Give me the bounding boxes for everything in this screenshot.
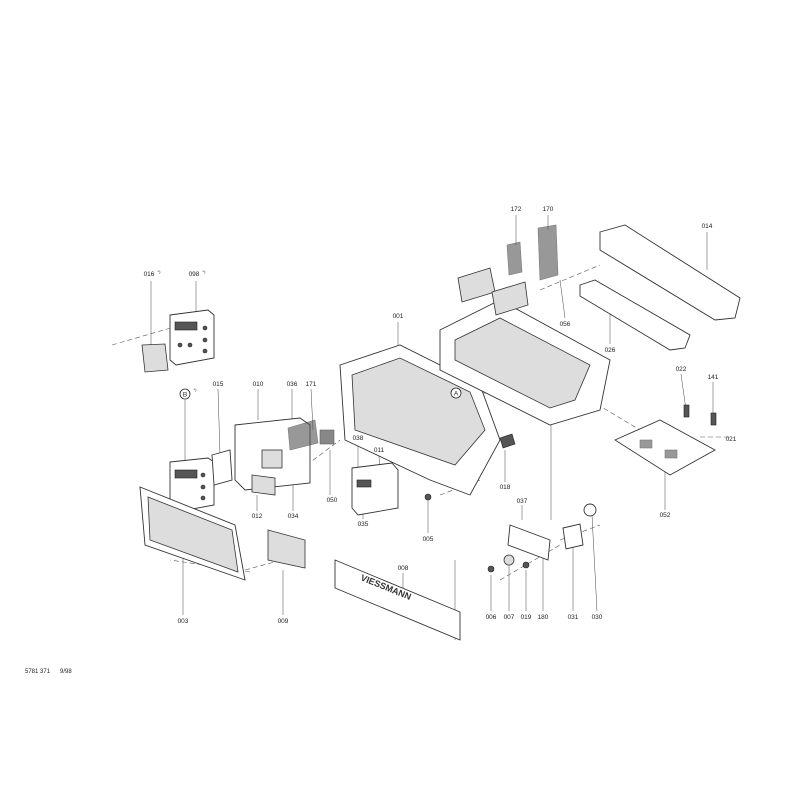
label-170: 170 (543, 206, 554, 213)
label-026: 026 (605, 347, 616, 354)
part-172-170-boards (457, 224, 559, 316)
label-008: 008 (398, 565, 409, 572)
label-172: 172 (511, 206, 522, 213)
part-037-control-plate (507, 524, 551, 561)
part-036-grille (287, 419, 319, 451)
part-005-clip (424, 493, 432, 501)
part-012-cover (251, 474, 276, 496)
part-016-cover (141, 343, 169, 373)
footer-doc-number: 5781 371 (25, 669, 51, 675)
part-009-flap (267, 529, 306, 569)
label-001: 001 (393, 313, 404, 320)
part-026-rail (579, 279, 691, 351)
label-141: 141 (708, 374, 719, 381)
part-006-007-019-knobs (487, 554, 530, 573)
part-022-141-fuses (683, 404, 717, 426)
part-171-connector (319, 429, 335, 445)
reference-circle-b (179, 388, 191, 400)
part-labels: 172 170 014 016 *) 098 *) 001 056 026 02… (144, 206, 737, 625)
label-ref-a: A (454, 391, 459, 398)
label-005: 005 (423, 536, 434, 543)
label-006: 006 (486, 614, 497, 621)
label-056: 056 (560, 321, 571, 328)
reference-circle-a (450, 387, 462, 399)
part-008-brand-strip: VIESSMANN (334, 559, 461, 641)
part-038-011-035-module (351, 462, 399, 516)
label-036: 036 (287, 381, 298, 388)
label-018: 018 (500, 484, 511, 491)
label-050: 050 (327, 497, 338, 504)
footer-date: 9/98 (60, 669, 72, 675)
label-037: 037 (517, 498, 528, 505)
label-038: 038 (353, 435, 364, 442)
part-015-bracket (211, 449, 233, 486)
label-007: 007 (504, 614, 515, 621)
part-098-control-module (169, 309, 215, 366)
label-ref-b: B (183, 392, 187, 399)
footnote-mark: *) (158, 269, 162, 274)
part-001-main-housing (339, 344, 501, 496)
footnote-mark: *) (203, 269, 207, 274)
label-022: 022 (676, 366, 687, 373)
footnote-mark: *) (194, 387, 198, 392)
part-052-circuit-board (614, 419, 716, 476)
label-171: 171 (306, 381, 317, 388)
part-003-front-panel (139, 486, 246, 581)
label-031: 031 (568, 614, 579, 621)
label-014: 014 (702, 223, 713, 230)
label-098: 098 (189, 271, 200, 278)
label-180: 180 (538, 614, 549, 621)
label-035: 035 (358, 521, 369, 528)
label-016: 016 (144, 271, 155, 278)
label-021: 021 (726, 436, 737, 443)
label-019: 019 (521, 614, 532, 621)
part-031-030-thermostat (562, 503, 597, 550)
label-010: 010 (253, 381, 264, 388)
label-030: 030 (592, 614, 603, 621)
label-003: 003 (178, 618, 189, 625)
part-018-clip (499, 433, 516, 449)
label-011: 011 (374, 447, 385, 454)
label-012: 012 (252, 513, 263, 520)
part-014-top-cover (599, 224, 741, 321)
label-052: 052 (660, 512, 671, 519)
label-009: 009 (278, 618, 289, 625)
label-034: 034 (288, 513, 299, 520)
part-056-chassis (439, 299, 611, 426)
label-015: 015 (213, 381, 224, 388)
